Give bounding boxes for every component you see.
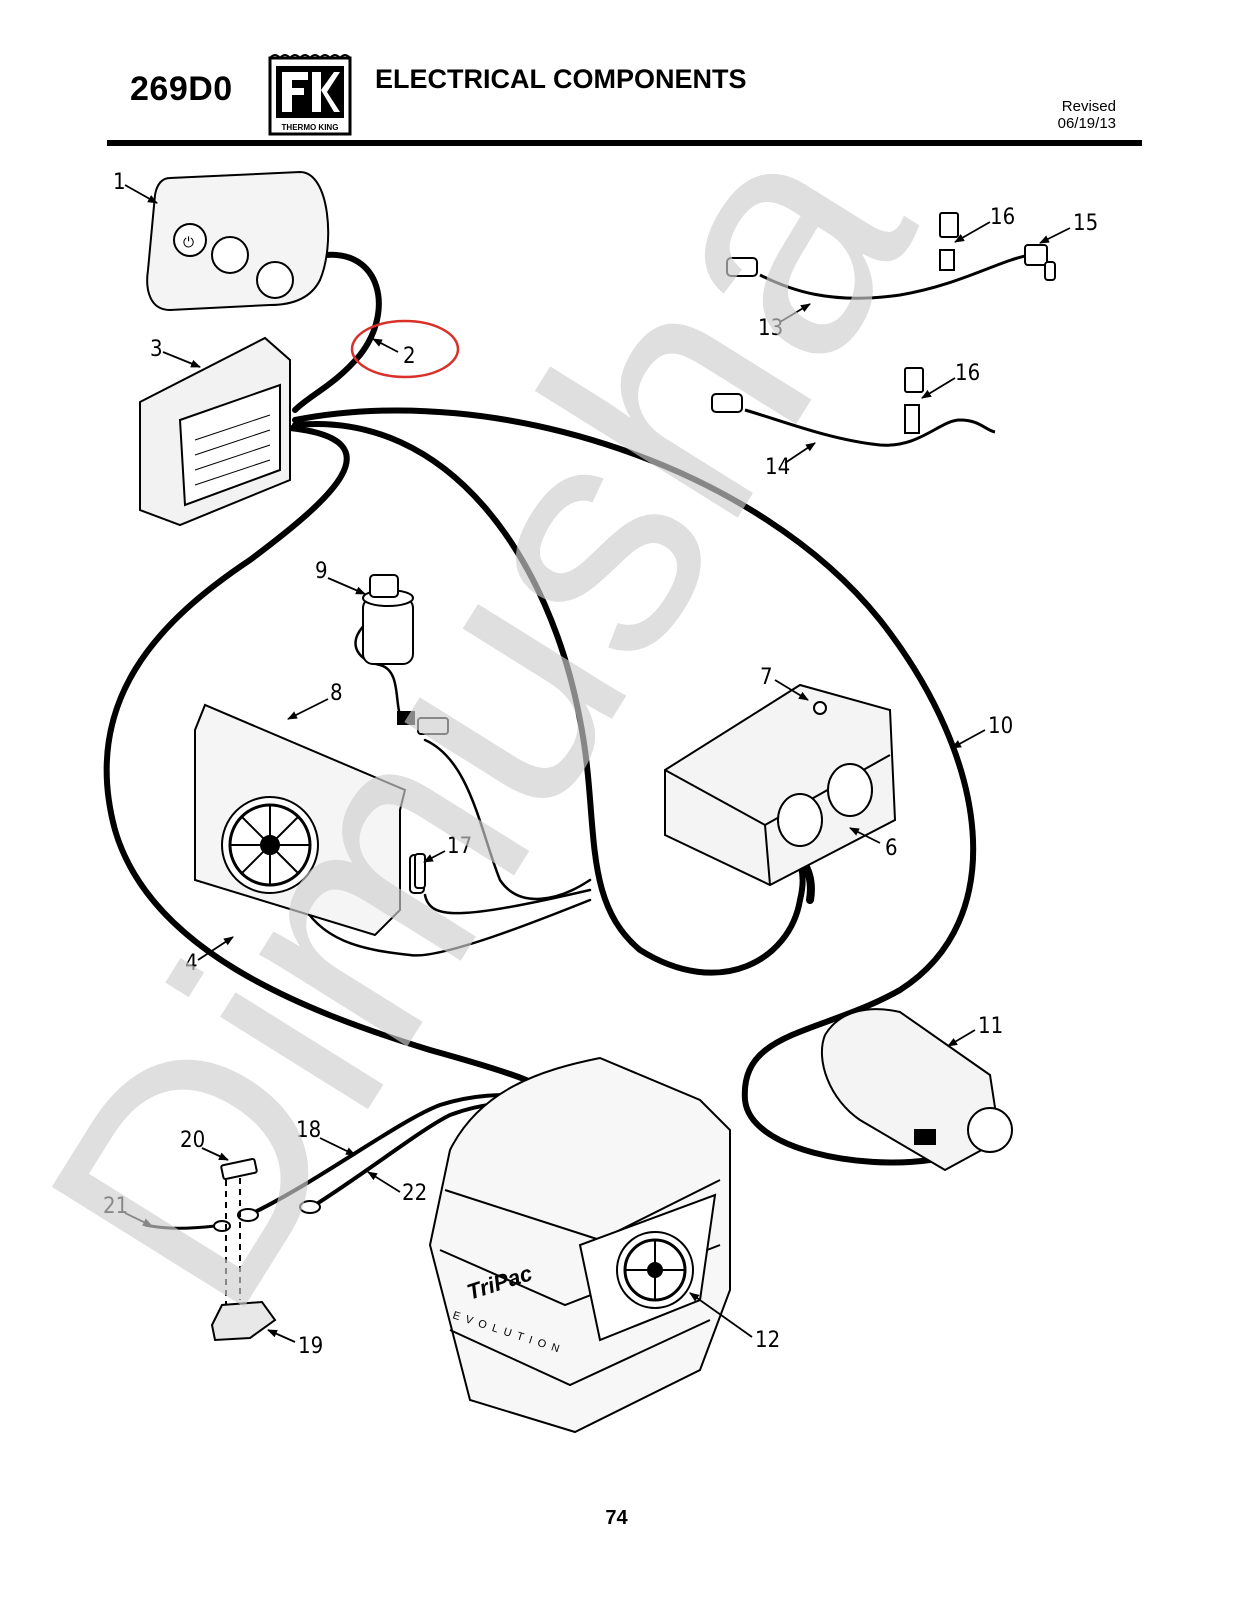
heater-part-11 [820, 1008, 1013, 1172]
harness-17b [423, 888, 592, 915]
callout-2: 2 [403, 344, 416, 369]
callout-10: 10 [988, 714, 1013, 739]
sensor-part-7 [813, 701, 827, 715]
harness-17 [423, 738, 592, 901]
control-panel-part-1: ⏻ [146, 170, 330, 312]
callout-21: 21 [103, 1194, 128, 1219]
logo-caption: THERMO KING [282, 123, 339, 132]
callout-9: 9 [315, 559, 328, 584]
callout-20: 20 [180, 1128, 205, 1153]
callout-16b: 16 [955, 361, 980, 386]
thermo-king-logo: THERMO KING [268, 54, 352, 136]
evaporator-part-6 [664, 683, 897, 887]
callout-15: 15 [1073, 211, 1098, 236]
callout-13: 13 [758, 316, 783, 341]
cable-4 [103, 425, 563, 1103]
cable-inner [292, 420, 806, 976]
callout-12: 12 [755, 1328, 780, 1353]
callout-1: 1 [113, 170, 126, 195]
harness-14 [711, 393, 996, 447]
cable-10 [292, 407, 977, 1166]
callout-6: 6 [885, 836, 898, 861]
ground-hardware [144, 1157, 321, 1342]
controller-part-3 [139, 336, 291, 527]
callout-22: 22 [402, 1181, 427, 1206]
svg-text:⏻: ⏻ [183, 234, 194, 250]
revised-label: Revised [1061, 98, 1116, 115]
page-header: 269D0 THERMO KING ELECTRICAL COMPONENTS … [0, 0, 1233, 160]
harness-8 [298, 898, 592, 957]
callout-3: 3 [150, 337, 163, 362]
page-number: 74 [605, 1507, 628, 1529]
fuse-holder-part-16a [939, 212, 959, 238]
callout-14: 14 [765, 455, 790, 480]
callout-8: 8 [330, 681, 343, 706]
ring-terminal-22 [299, 1200, 321, 1214]
page-title: ELECTRICAL COMPONENTS [375, 64, 747, 94]
cable-2 [292, 251, 382, 413]
callout-7: 7 [760, 665, 773, 690]
header-rule [107, 140, 1142, 146]
revised-date: 06/19/13 [1057, 115, 1116, 132]
condenser-part-8 [194, 703, 425, 937]
ring-terminal-18 [237, 1208, 259, 1222]
switch-part-15 [1024, 244, 1056, 281]
highlight-ring-callout-2 [350, 319, 460, 379]
exploded-parts-diagram: ⏻ [103, 170, 1098, 1434]
harness-13 [726, 249, 1031, 300]
sensor-part-17 [414, 853, 426, 889]
cables [103, 251, 977, 1214]
callout-numbers: 1 2 3 4 6 7 8 9 10 11 12 13 14 15 16 16 … [103, 170, 1098, 1359]
model-number: 269D0 [130, 70, 233, 108]
fuse-holder-part-16b [904, 367, 924, 393]
tripac-unit-part-12: TriPac EVOLUTION [428, 1056, 731, 1434]
callout-4: 4 [185, 951, 198, 976]
ground-strip-part-20 [220, 1157, 258, 1181]
callout-leaders [124, 184, 1071, 1343]
ground-bus-part-19 [210, 1300, 277, 1342]
callout-18: 18 [296, 1118, 321, 1143]
callout-17: 17 [447, 834, 472, 859]
callout-19: 19 [298, 1334, 323, 1359]
drier-part-9 [362, 574, 449, 735]
callout-16a: 16 [990, 205, 1015, 230]
ground-wire-part-21 [144, 1223, 216, 1230]
revision-block: Revised 06/19/13 [1058, 98, 1116, 132]
callout-11: 11 [978, 1014, 1003, 1039]
